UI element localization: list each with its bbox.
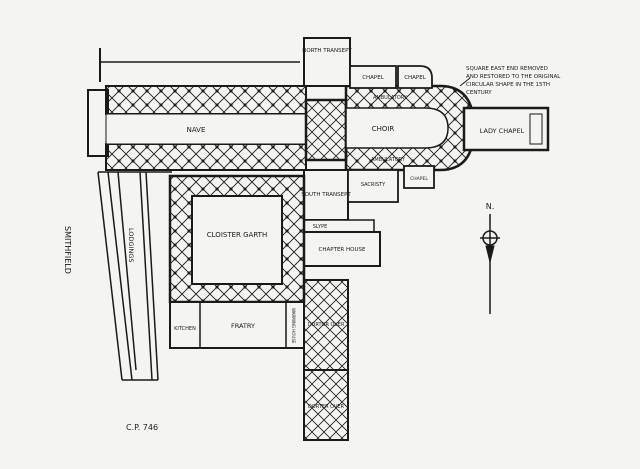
label-lodgings: LODGINGS — [127, 228, 135, 263]
label-sacristy: SACRISTY — [361, 182, 386, 188]
cloister-garth — [191, 195, 283, 285]
nave-south-aisle — [105, 143, 307, 171]
north-arrow — [480, 214, 500, 314]
label-cloister-garth: CLOISTER GARTH — [207, 231, 267, 239]
lady-chapel — [462, 106, 550, 152]
label-lady-chapel: LADY CHAPEL — [480, 127, 525, 135]
labels: NORTH TRANSEPT CHAPEL CHAPEL NAVE AMBULA… — [63, 48, 525, 432]
label-smithfield: SMITHFIELD — [63, 226, 72, 274]
label-dorter-over-2: DORTER OVER — [308, 404, 345, 410]
label-chapel-small: CHAPEL — [410, 176, 428, 182]
label-choir: CHOIR — [372, 125, 395, 133]
label-ambulatory-south: AMBULATORY — [371, 157, 406, 163]
label-dorter-over-1: DORTOR OVER — [308, 322, 345, 328]
crossing — [304, 98, 348, 162]
fratry-range — [169, 301, 305, 349]
dorter-range-lower — [303, 369, 349, 441]
label-slype: SLYPE — [313, 224, 328, 230]
nave-north-aisle — [105, 85, 307, 115]
south-chapel — [403, 165, 435, 189]
label-fratry: FRATRY — [231, 322, 255, 330]
label-north-transept: NORTH TRANSEPT — [302, 48, 352, 54]
precinct-walls — [97, 48, 300, 381]
label-nave: NAVE — [187, 126, 206, 134]
north-chapel-east — [397, 65, 433, 89]
north-chapel — [349, 65, 397, 89]
label-warming-house: WARMING HOUSE — [291, 308, 296, 344]
north-transept — [303, 37, 351, 87]
note-leader — [459, 77, 471, 87]
choir — [345, 107, 449, 149]
label-ambulatory-north: AMBULATORY — [373, 95, 408, 101]
sacristy — [347, 169, 399, 203]
label-ref: C.P. 746 — [126, 423, 158, 432]
label-chapel-right: CHAPEL — [404, 75, 427, 81]
nave — [105, 113, 307, 145]
label-north: N. — [486, 202, 495, 211]
label-kitchen: KITCHEN — [174, 326, 196, 332]
label-south-transept: SOUTH TRANSEPT — [301, 192, 351, 198]
label-chapel-left: CHAPEL — [362, 75, 385, 81]
chapter-house — [303, 231, 381, 267]
label-chapter-house: CHAPTER HOUSE — [319, 247, 366, 253]
